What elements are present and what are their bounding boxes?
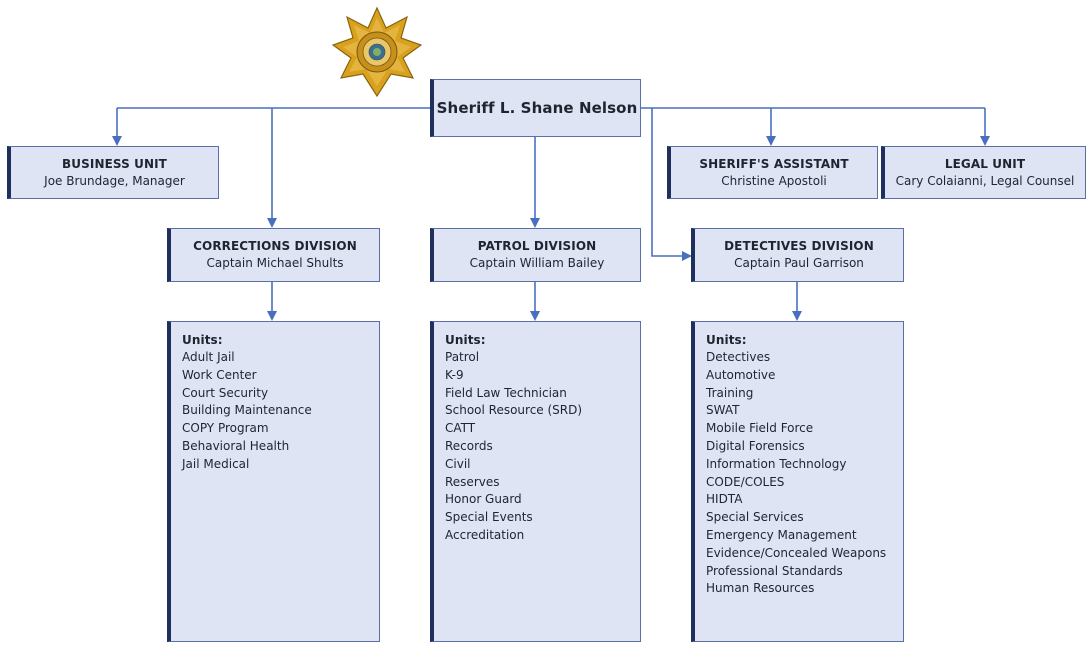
- list-item: Special Events: [445, 510, 533, 525]
- list-item: Field Law Technician: [445, 385, 567, 400]
- corrections-division-title: CORRECTIONS DIVISION: [193, 239, 357, 253]
- list-item: School Resource (SRD): [445, 403, 583, 418]
- list-item: Evidence/Concealed Weapons: [706, 545, 887, 560]
- list-item: CODE/COLES: [706, 474, 785, 489]
- legal-unit-box: LEGAL UNIT Cary Colaianni, Legal Counsel: [881, 146, 1086, 199]
- patrol-units-label: Units:: [445, 333, 486, 347]
- list-item: Mobile Field Force: [706, 421, 814, 436]
- patrol-units-list: Patrol K-9 Field Law Technician School R…: [445, 349, 640, 545]
- corrections-division-box: CORRECTIONS DIVISION Captain Michael Shu…: [167, 228, 380, 282]
- patrol-units-box: Units: Patrol K-9 Field Law Technician S…: [430, 321, 641, 642]
- business-unit-box: BUSINESS UNIT Joe Brundage, Manager: [7, 146, 219, 199]
- list-item: Behavioral Health: [182, 438, 290, 453]
- business-unit-title: BUSINESS UNIT: [62, 156, 167, 171]
- detectives-units-box: Units: Detectives Automotive Training SW…: [691, 321, 904, 642]
- corrections-units-label: Units:: [182, 333, 223, 347]
- corrections-units-list: Adult Jail Work Center Court Security Bu…: [182, 349, 379, 474]
- detectives-division-title: DETECTIVES DIVISION: [724, 239, 874, 253]
- list-item: K-9: [445, 367, 464, 382]
- list-item: Patrol: [445, 350, 480, 364]
- detectives-division-box: DETECTIVES DIVISION Captain Paul Garriso…: [691, 228, 904, 282]
- corrections-division-captain: Captain Michael Shults: [206, 256, 344, 270]
- list-item: Building Maintenance: [182, 403, 312, 418]
- sheriffs-assistant-name: Christine Apostoli: [721, 173, 827, 188]
- list-item: HIDTA: [706, 492, 743, 507]
- list-item: Human Resources: [706, 581, 815, 596]
- list-item: Detectives: [706, 350, 771, 364]
- list-item: Information Technology: [706, 456, 847, 471]
- sheriffs-assistant-title: SHERIFF'S ASSISTANT: [699, 156, 849, 171]
- sheriff-star-badge-logo: [332, 6, 422, 98]
- list-item: Professional Standards: [706, 563, 843, 578]
- legal-unit-title: LEGAL UNIT: [944, 156, 1026, 171]
- patrol-division-box: PATROL DIVISION Captain William Bailey: [430, 228, 641, 282]
- list-item: Adult Jail: [182, 350, 235, 364]
- list-item: Accreditation: [445, 527, 525, 542]
- patrol-division-captain: Captain William Bailey: [469, 256, 605, 270]
- list-item: Training: [706, 385, 754, 400]
- patrol-division-title: PATROL DIVISION: [477, 239, 597, 253]
- business-unit-head: Joe Brundage, Manager: [44, 173, 185, 188]
- corrections-units-box: Units: Adult Jail Work Center Court Secu…: [167, 321, 380, 642]
- list-item: Civil: [445, 456, 471, 471]
- detectives-division-captain: Captain Paul Garrison: [734, 256, 864, 270]
- sheriff-box: Sheriff L. Shane Nelson: [430, 79, 641, 137]
- legal-unit-head: Cary Colaianni, Legal Counsel: [895, 173, 1075, 188]
- detectives-units-list: Detectives Automotive Training SWAT Mobi…: [706, 349, 903, 598]
- list-item: Court Security: [182, 385, 269, 400]
- list-item: CATT: [445, 421, 476, 436]
- sheriff-name: Sheriff L. Shane Nelson: [436, 98, 638, 117]
- list-item: Honor Guard: [445, 492, 522, 507]
- list-item: Digital Forensics: [706, 438, 805, 453]
- list-item: Work Center: [182, 367, 257, 382]
- list-item: Records: [445, 438, 493, 453]
- list-item: Automotive: [706, 367, 776, 382]
- connector-to-detectives: [651, 108, 692, 261]
- sheriffs-assistant-box: SHERIFF'S ASSISTANT Christine Apostoli: [667, 146, 878, 199]
- detectives-units-label: Units:: [706, 333, 747, 347]
- list-item: Special Services: [706, 510, 804, 525]
- list-item: SWAT: [706, 403, 740, 418]
- list-item: Reserves: [445, 474, 500, 489]
- list-item: Jail Medical: [182, 456, 250, 471]
- list-item: COPY Program: [182, 421, 269, 436]
- list-item: Emergency Management: [706, 527, 857, 542]
